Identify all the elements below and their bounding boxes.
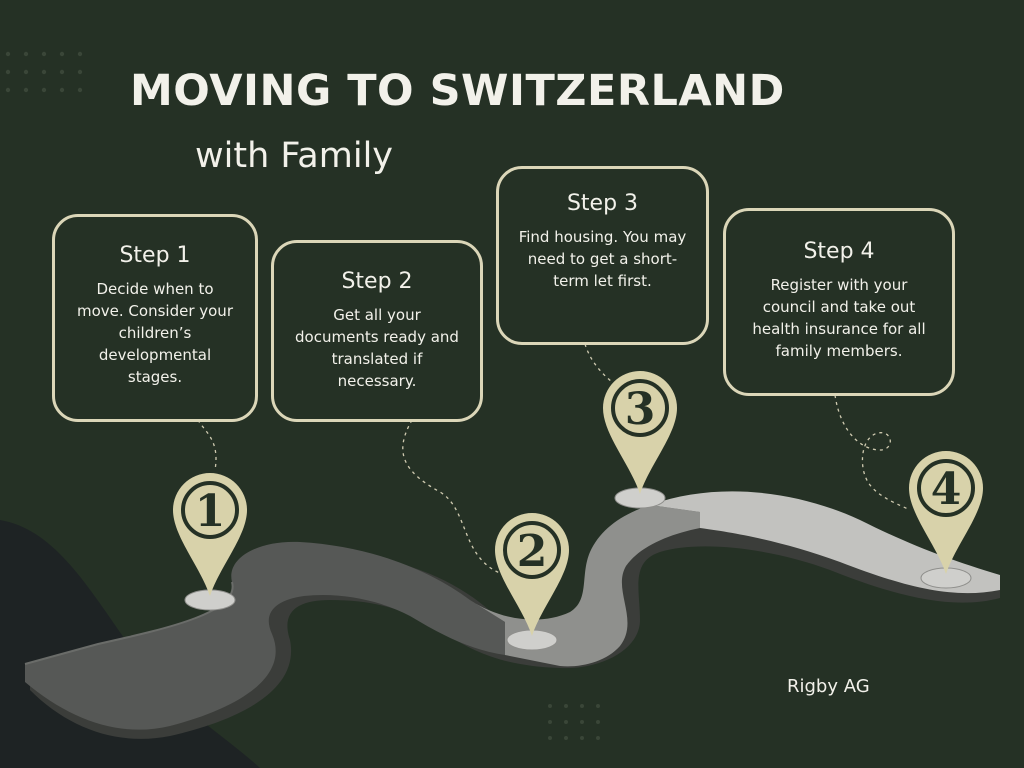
pin-body: [173, 473, 247, 596]
pin-number: 4: [931, 464, 962, 515]
pin-ring: [181, 481, 239, 539]
step-card-3: Step 3 Find housing. You may need to get…: [496, 166, 709, 345]
step-card-4: Step 4 Register with your council and ta…: [723, 208, 955, 396]
connector-step-4: [834, 394, 911, 511]
step-text: Find housing. You may need to get a shor…: [518, 228, 687, 290]
pin-number: 2: [517, 526, 548, 577]
step-text: Get all your documents ready and transla…: [295, 306, 459, 390]
map-pin-icon: 1: [173, 473, 247, 611]
pin-ring: [503, 521, 561, 579]
map-pin-icon: 4: [909, 451, 983, 589]
connector-step-3: [584, 343, 613, 383]
pin-body: [603, 371, 677, 494]
pin-number: 3: [625, 384, 656, 435]
pin-ring: [611, 379, 669, 437]
dot-grid-decoration-bottom: [548, 704, 600, 740]
winding-road: [24, 491, 1000, 739]
step-heading: Step 3: [566, 191, 639, 216]
dashed-connectors: [197, 343, 911, 576]
step-heading: Step 2: [341, 269, 413, 294]
pins: 1 2 3 4: [173, 371, 983, 651]
step-card-1: Step 1 Decide when to move. Consider you…: [52, 214, 258, 422]
page-subtitle: with Family: [195, 136, 394, 176]
map-pin-icon: 2: [495, 513, 569, 651]
map-pin-icon: 3: [603, 371, 677, 509]
connector-step-1: [197, 419, 217, 471]
pin-body: [495, 513, 569, 636]
pin-ring: [917, 459, 975, 517]
page-title: MOVING TO SWITZERLAND: [130, 66, 785, 116]
step-card-2: Step 2 Get all your documents ready and …: [271, 240, 483, 422]
brand-name: Rigby AG: [787, 676, 870, 697]
dot-grid-decoration: [5, 51, 83, 93]
step-text: Decide when to move. Consider your child…: [77, 280, 233, 386]
connector-step-2: [402, 419, 506, 576]
pin-number: 1: [195, 486, 226, 537]
pin-body: [909, 451, 983, 574]
step-heading: Step 4: [803, 239, 875, 264]
step-text: Register with your council and take out …: [752, 276, 926, 360]
step-heading: Step 1: [119, 243, 191, 268]
